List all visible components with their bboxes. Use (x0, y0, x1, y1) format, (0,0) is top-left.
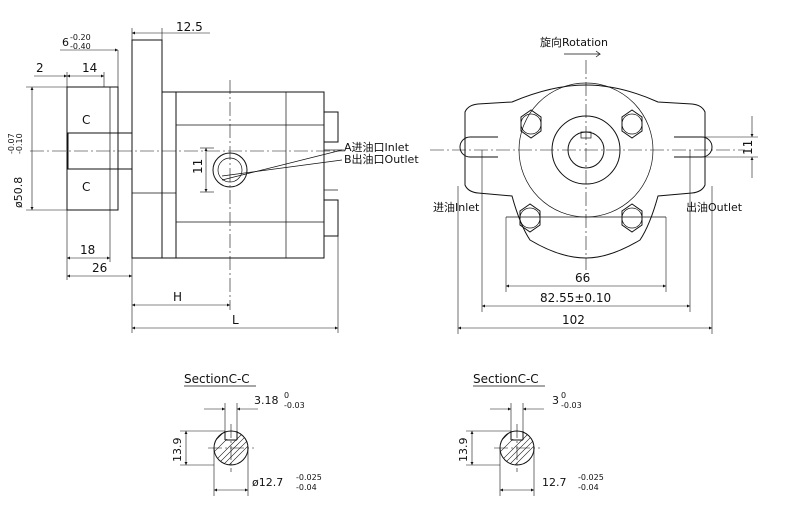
pump-body (175, 91, 325, 259)
section-mark-top: C (82, 113, 90, 127)
rear-bolt-top (323, 111, 339, 143)
section-left-key-upper: 0 (284, 391, 289, 400)
dim-port-offset: 11 (191, 159, 205, 174)
dim-pilot-diameter: ø50.8 (12, 177, 25, 208)
section-right: SectionC-C 3 0 -0.03 13.9 (457, 372, 604, 496)
port-b-label: B出油口Outlet (344, 152, 419, 166)
section-left-title: SectionC-C (184, 372, 250, 386)
port-a-label: A进油口Inlet (344, 140, 410, 154)
front-flange (464, 84, 706, 259)
side-view (30, 39, 345, 310)
dim-pilot-value: 6 (62, 36, 69, 49)
section-right-key-width: 3 (552, 394, 559, 407)
section-left-diameter: ø12.7 (252, 476, 283, 489)
dim-pilot-upper: -0.20 (70, 33, 91, 42)
dim-flange-thickness: 12.5 (176, 20, 203, 34)
section-right-height: 13.9 (457, 438, 470, 463)
section-right-title: SectionC-C (473, 372, 539, 386)
section-right-diameter-upper: -0.025 (578, 473, 604, 482)
section-mark-bottom: C (82, 180, 90, 194)
dim-port-position: H (173, 290, 182, 304)
hex-bolt-top-left (520, 109, 542, 139)
front-view (430, 60, 745, 270)
side-view-dimensions: 12.5 6 -0.20 -0.40 2 14 ø50.8 -0.07 -0.1… (7, 20, 419, 333)
inlet-label: 进油Inlet (433, 200, 480, 214)
dim-pilot-diameter-upper: -0.07 (7, 133, 16, 154)
section-left-height: 13.9 (171, 438, 184, 463)
section-right-key-upper: 0 (561, 391, 566, 400)
dim-bolt-center: 82.55±0.10 (540, 291, 611, 305)
slot-right (674, 136, 713, 158)
dim-flange-width: 102 (562, 313, 585, 327)
dim-port-spacing: 66 (575, 271, 590, 285)
hex-bolt-top-right (621, 109, 643, 139)
dim-key-offset: 2 (36, 61, 44, 75)
outlet-label: 出油Outlet (686, 200, 743, 214)
section-left-key-width: 3.18 (254, 394, 279, 407)
dim-key-length: 14 (82, 61, 97, 75)
flange-plate (131, 39, 163, 259)
hex-bolt-bottom-right (621, 203, 643, 233)
section-left-diameter-lower: -0.04 (296, 483, 317, 492)
slot-left (459, 136, 498, 158)
front-cover (161, 91, 177, 259)
section-left: SectionC-C 3.18 0 -0.03 13.9 (171, 372, 322, 496)
rear-bolt-bottom (323, 199, 339, 237)
mounting-flange (66, 86, 119, 211)
section-right-key-lower: -0.03 (561, 401, 582, 410)
dim-total-length: L (232, 313, 239, 327)
rotation-label: 旋向Rotation (540, 35, 608, 49)
section-left-key-lower: -0.03 (284, 401, 305, 410)
front-view-dimensions: 旋向Rotation 11 进油Inlet 出油Outlet 66 82.55±… (433, 35, 758, 334)
dim-collar-length: 18 (80, 243, 95, 257)
hex-bolt-bottom-left (519, 203, 541, 233)
section-left-diameter-upper: -0.025 (296, 473, 322, 482)
dim-shaft-length: 26 (92, 261, 107, 275)
dim-pilot-diameter-lower: -0.10 (15, 133, 24, 154)
section-right-diameter-lower: -0.04 (578, 483, 599, 492)
dim-pilot-lower: -0.40 (70, 42, 91, 51)
dim-slot-width: 11 (741, 140, 755, 155)
section-right-diameter: 12.7 (542, 476, 567, 489)
